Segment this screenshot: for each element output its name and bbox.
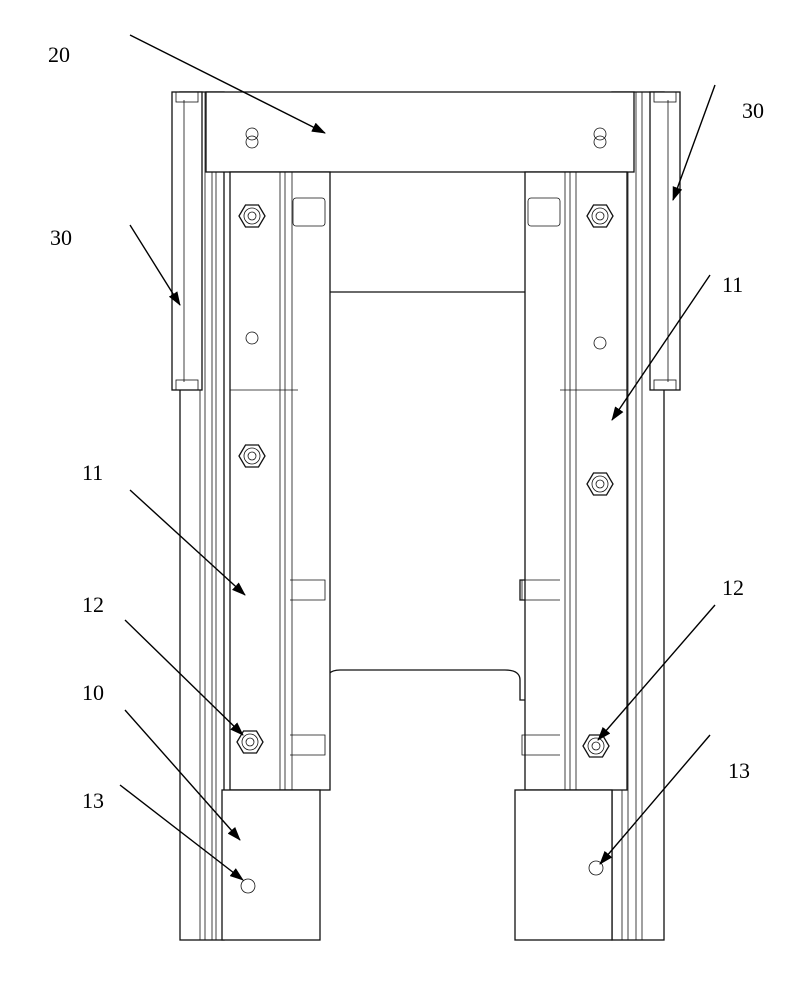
leader-arrows [119, 34, 716, 881]
label-13-right: 13 [728, 758, 750, 783]
label-13-left: 13 [82, 788, 104, 813]
label-20: 20 [48, 42, 70, 67]
label-11-left: 11 [82, 460, 103, 485]
label-30-right: 30 [742, 98, 764, 123]
label-30-left: 30 [50, 225, 72, 250]
top-plate [205, 91, 635, 173]
label-10: 10 [82, 680, 104, 705]
left-carriage [229, 171, 331, 791]
label-12-right: 12 [722, 575, 744, 600]
left-slide-block [171, 91, 203, 391]
base-blocks [221, 789, 613, 941]
right-carriage [521, 171, 628, 791]
right-slide-block [649, 91, 681, 391]
label-12-left: 12 [82, 592, 104, 617]
label-11-right: 11 [722, 272, 743, 297]
